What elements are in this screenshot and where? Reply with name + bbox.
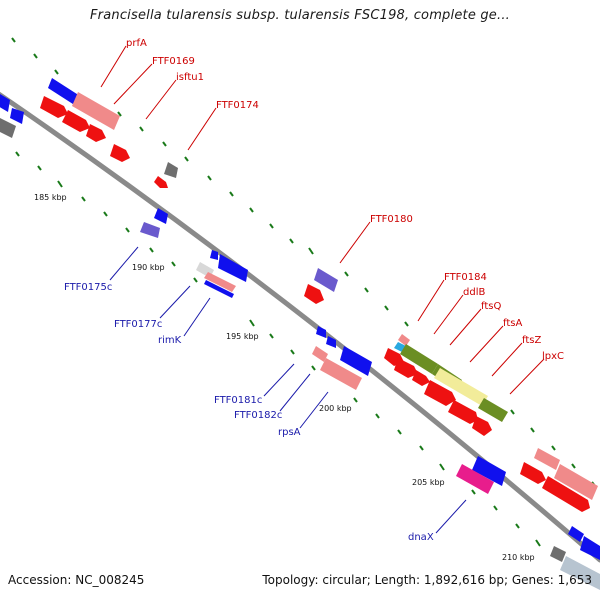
gene-label-ftsZ[interactable]: ftsZ	[522, 335, 541, 346]
gene-label-FTF0177c[interactable]: FTF0177c	[114, 319, 162, 330]
gene-operon-red-5	[448, 400, 478, 424]
gene-cluster-mid[interactable]	[304, 268, 372, 390]
gene-blue-3	[210, 250, 218, 260]
accession-text: Accession: NC_008245	[8, 573, 145, 587]
gene-red-5	[304, 284, 324, 304]
gene-FTF0181c	[312, 346, 328, 362]
gene-red-1	[40, 96, 68, 118]
gene-red-4	[154, 176, 168, 188]
gene-pink-right-2	[554, 464, 598, 500]
gene-rimK-2	[204, 280, 234, 298]
gene-label-rpsA[interactable]: rpsA	[278, 427, 301, 438]
gene-label-ddlB[interactable]: ddlB	[463, 287, 485, 298]
gene-ddlB	[400, 344, 438, 374]
gene-cluster-left[interactable]	[0, 78, 178, 188]
gene-operon-red-2	[394, 358, 418, 378]
gene-label-ftsA[interactable]: ftsA	[503, 318, 522, 329]
gene-label-lpxC[interactable]: lpxC	[542, 351, 564, 362]
topology-text: Topology: circular; Length: 1,892,616 bp…	[262, 573, 592, 587]
gene-operon-red-6	[472, 416, 492, 436]
gene-operon-red-3	[412, 370, 430, 386]
scale-label-195: 195 kbp	[226, 332, 259, 341]
gene-FTF0175c-2	[140, 222, 160, 238]
scale-label-210: 210 kbp	[502, 553, 535, 562]
label-leaders-top	[100, 45, 545, 395]
gene-blue-lower-2	[580, 536, 600, 560]
scale-label-185: 185 kbp	[34, 193, 67, 202]
gene-cluster-operon[interactable]	[384, 334, 508, 436]
gene-gray	[0, 118, 16, 138]
gene-ftsZ	[478, 398, 508, 422]
gene-red-3	[86, 124, 106, 142]
gene-red-right-1	[520, 462, 546, 484]
gene-label-FTF0181c[interactable]: FTF0181c	[214, 395, 262, 406]
gene-label-FTF0180[interactable]: FTF0180	[370, 214, 413, 225]
gene-FTF0177c-pink	[204, 272, 236, 292]
gene-FTF0180	[314, 268, 338, 292]
gene-blue	[10, 108, 24, 124]
gene-label-ftsQ[interactable]: ftsQ	[481, 301, 501, 312]
gene-rpsA-pink	[320, 358, 362, 390]
gene-label-prfA[interactable]: prfA	[126, 38, 147, 49]
gene-blue-lower-1	[568, 526, 584, 542]
gene-gray-lower	[550, 546, 566, 562]
gene-label-dnaX[interactable]: dnaX	[408, 532, 434, 543]
gene-label-FTF0169[interactable]: FTF0169	[152, 56, 195, 67]
gene-FTF0175c-1	[154, 208, 168, 224]
gene-ftsA	[434, 368, 488, 406]
gene-label-isftu1[interactable]: isftu1	[176, 72, 204, 83]
gene-FTF0174-red	[110, 144, 130, 162]
gene-red-2	[62, 110, 90, 132]
gene-blue	[0, 94, 10, 112]
gene-pink-right-1	[534, 448, 560, 470]
scale-label-190: 190 kbp	[132, 263, 165, 272]
gene-label-rimK[interactable]: rimK	[158, 335, 182, 346]
label-leaders-bottom	[109, 246, 467, 534]
gene-label-FTF0175c[interactable]: FTF0175c	[64, 282, 112, 293]
tick-track-inner	[15, 151, 541, 547]
gene-silver-lower	[560, 556, 600, 590]
gene-red-right-2	[542, 476, 590, 512]
gene-label-FTF0184[interactable]: FTF0184	[444, 272, 487, 283]
gene-blue-4	[316, 326, 326, 338]
map-title: Francisella tularensis subsp. tularensis…	[90, 8, 510, 23]
gene-FTF0169	[72, 92, 120, 130]
scale-label-205: 205 kbp	[412, 478, 445, 487]
gene-operon-red-4	[424, 380, 456, 406]
gene-cluster-lower[interactable]	[456, 448, 600, 590]
gene-cluster-mid-left[interactable]	[140, 208, 248, 298]
gene-gray-2	[164, 162, 178, 178]
gene-rpsA-blue	[340, 346, 372, 376]
scale-label-200: 200 kbp	[319, 404, 352, 413]
gene-dnaX-magenta	[456, 464, 494, 494]
gene-FTF0184	[398, 334, 410, 346]
gene-rimK	[218, 254, 248, 282]
gene-dnaX-blue	[472, 456, 506, 486]
gene-label-FTF0174[interactable]: FTF0174	[216, 100, 259, 111]
genome-backbone	[0, 91, 600, 563]
gene-label-FTF0182c[interactable]: FTF0182c	[234, 410, 282, 421]
gene-blue-5	[326, 336, 336, 348]
gene-prfA	[48, 78, 80, 106]
